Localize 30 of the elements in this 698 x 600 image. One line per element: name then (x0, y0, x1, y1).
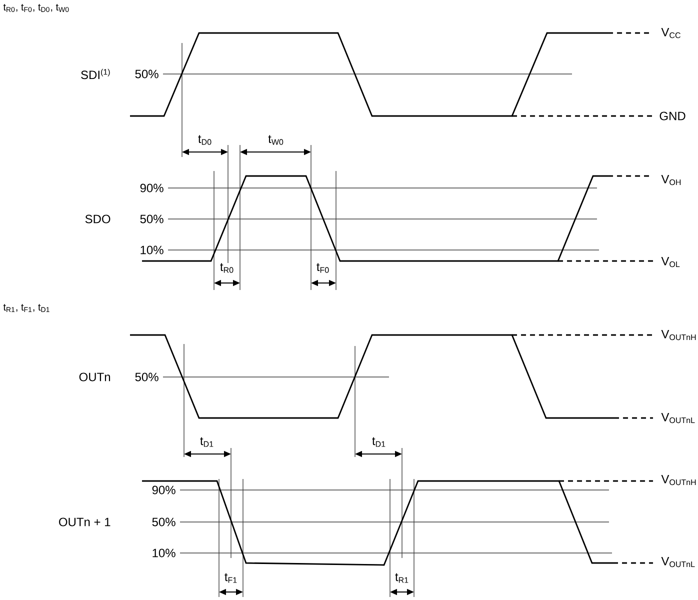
voltage-label: V$_{OUTnL}$ (661, 412, 695, 424)
timing-label: t$_{R0}$ (220, 263, 234, 273)
timing-label: t$_{W0}$ (268, 135, 284, 145)
signal-label: SDO (85, 214, 110, 224)
signal-label: SDI$^{(1)}$ (81, 68, 110, 80)
percent-label: 90% (140, 184, 164, 192)
timing-label: t$_{F0}$ (316, 263, 329, 273)
percent-label: 50% (135, 372, 158, 382)
timing-label: t$_{F1}$ (224, 573, 237, 583)
voltage-label: GND (660, 112, 686, 120)
voltage-label: V$_{OL}$ (661, 256, 680, 268)
signal-label: OUTn + 1 (59, 518, 110, 526)
voltage-label: V$_{OUTnL}$ (661, 556, 695, 568)
heading: t$_{R0}$, t$_{F0}$, t$_{D0}$, t$_{W0}$ (3, 4, 69, 12)
timing-label: t$_{R1}$ (395, 573, 408, 583)
voltage-label: V$_{OUTnH}$ (661, 474, 696, 486)
percent-label: 50% (140, 214, 164, 224)
heading: t$_{R1}$, t$_{F1}$, t$_{D1}$ (3, 304, 50, 312)
voltage-label: V$_{CC}$ (661, 28, 680, 38)
voltage-label: V$_{OUTnH}$ (661, 330, 696, 340)
voltage-label: V$_{OH}$ (661, 174, 681, 186)
percent-label: 10% (140, 246, 164, 254)
percent-label: 10% (152, 548, 176, 558)
percent-label: 50% (152, 518, 176, 526)
percent-label: 90% (152, 486, 176, 494)
timing-label: t$_{D1}$ (200, 437, 214, 447)
timing-label: t$_{D0}$ (198, 135, 212, 145)
timing-label: t$_{D1}$ (372, 437, 386, 447)
percent-label: 50% (135, 70, 158, 78)
signal-label: OUTn (79, 372, 110, 382)
